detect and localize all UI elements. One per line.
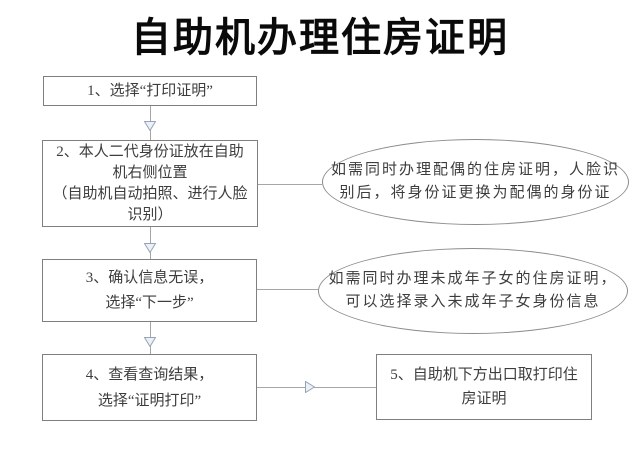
note-2-text-line2: 可以选择录入未成年子女身份信息 <box>345 294 601 310</box>
step-1-box: 1、选择“打印证明” <box>43 76 257 106</box>
step-2-box: 2、本人二代身份证放在自助 机右侧位置 （自助机自动拍照、进行人脸 识别） <box>42 140 258 227</box>
step-3-text-line1: 3、确认信息无误， <box>85 269 214 286</box>
step-2-text-line1: 2、本人二代身份证放在自助 <box>56 143 244 160</box>
step-3-text-line2: 选择“下一步” <box>105 294 194 311</box>
step-4-text-line2: 选择“证明打印” <box>97 392 202 409</box>
note-1-text-line2: 别后，将身份证更换为配偶的身份证 <box>339 185 612 201</box>
note-2-ellipse: 如需同时办理未成年子女的住房证明， 可以选择录入未成年子女身份信息 <box>318 248 628 334</box>
note-1-text-line1: 如需同时办理配偶的住房证明，人脸识 <box>330 162 620 178</box>
note-2-text-line1: 如需同时办理未成年子女的住房证明， <box>328 271 618 287</box>
connector-step4-step5 <box>257 387 376 388</box>
connector-step2-note1 <box>258 184 322 185</box>
connector-step3-note2 <box>257 289 318 290</box>
arrow-down-icon <box>144 121 156 131</box>
step-3-box: 3、确认信息无误， 选择“下一步” <box>42 259 257 322</box>
step-1-text: 1、选择“打印证明” <box>87 83 213 99</box>
step-2-text-line2: 机右侧位置 <box>112 164 188 181</box>
arrow-right-icon <box>305 381 315 393</box>
step-5-text-line2: 房证明 <box>461 391 507 407</box>
step-2-text-line4: 识别） <box>127 206 173 223</box>
arrow-down-icon <box>144 243 156 253</box>
step-5-box: 5、自助机下方出口取打印住 房证明 <box>376 354 592 420</box>
step-2-text-line3: （自助机自动拍照、进行人脸 <box>52 185 248 202</box>
note-1-ellipse: 如需同时办理配偶的住房证明，人脸识 别后，将身份证更换为配偶的身份证 <box>322 139 629 225</box>
step-4-text-line1: 4、查看查询结果， <box>85 366 214 383</box>
diagram-title: 自助机办理住房证明 <box>131 16 509 60</box>
arrow-down-icon <box>144 337 156 347</box>
step-4-box: 4、查看查询结果， 选择“证明打印” <box>42 354 257 421</box>
step-5-text-line1: 5、自助机下方出口取打印住 <box>390 367 578 383</box>
